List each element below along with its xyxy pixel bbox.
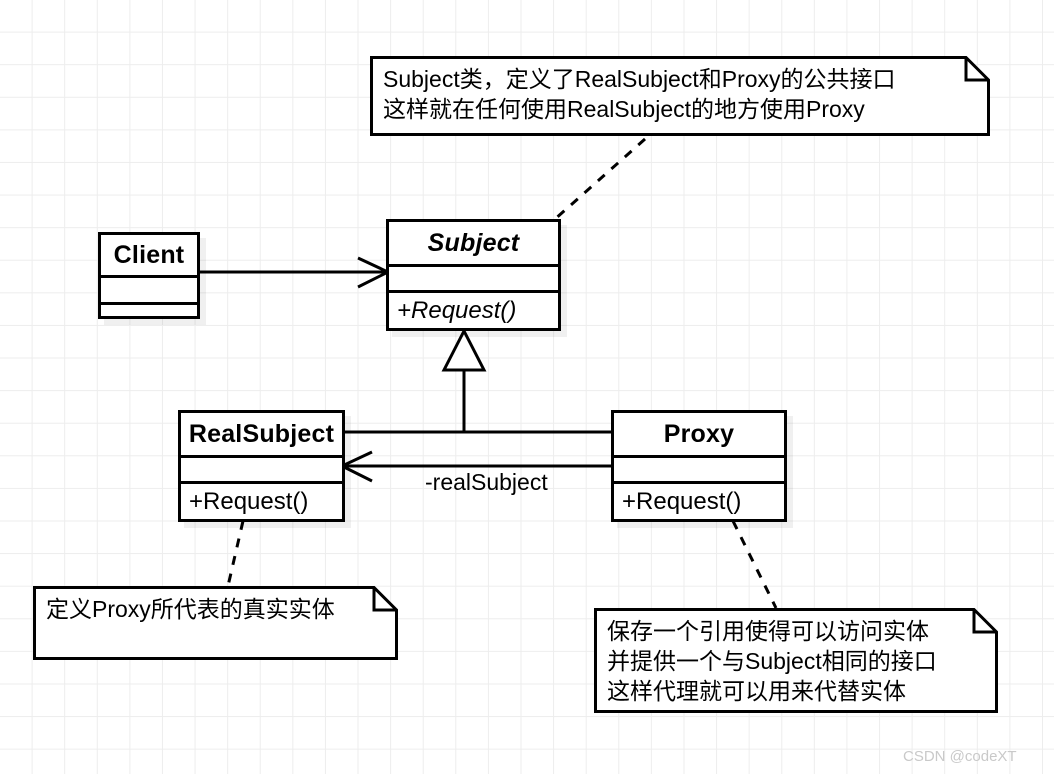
note-subject[interactable]: Subject类，定义了RealSubject和Proxy的公共接口 这样就在任…	[370, 56, 990, 136]
note-shape-subject	[370, 56, 990, 136]
class-attributes-realsubject	[181, 455, 342, 481]
note-text-realsubject: 定义Proxy所代表的真实实体	[46, 596, 335, 622]
note-shape-realsubject	[33, 586, 398, 660]
class-name-proxy: Proxy	[663, 419, 735, 448]
edge-label-realsubject: -realSubject	[425, 469, 548, 495]
note-proxy[interactable]: 保存一个引用使得可以访问实体 并提供一个与Subject相同的接口 这样代理就可…	[594, 608, 998, 713]
note-anchor-realsubject	[226, 520, 245, 587]
class-attributes-client	[101, 275, 197, 302]
edge-generalization	[344, 327, 611, 434]
class-operations-realsubject: +Request()	[181, 481, 342, 519]
class-name-client: Client	[113, 240, 185, 269]
class-box-realsubject[interactable]: RealSubject +Request()	[178, 410, 345, 522]
watermark-label: CSDN @codeXT	[903, 748, 1017, 765]
note-shape-proxy	[594, 608, 998, 713]
class-operations-subject: +Request()	[389, 290, 558, 328]
class-operations-client	[101, 302, 197, 329]
class-name-subject: Subject	[427, 228, 520, 257]
class-box-proxy[interactable]: Proxy +Request()	[611, 410, 787, 522]
note-text-subject: Subject类，定义了RealSubject和Proxy的公共接口 这样就在任…	[383, 66, 896, 122]
note-anchor-proxy	[731, 520, 778, 609]
class-attributes-subject	[389, 264, 558, 290]
note-anchor-subject	[544, 137, 646, 230]
edge-client-to-subject	[200, 256, 392, 289]
class-box-client[interactable]: Client	[98, 232, 200, 319]
class-operations-proxy: +Request()	[614, 481, 784, 519]
class-name-realsubject: RealSubject	[188, 419, 335, 448]
class-attributes-proxy	[614, 455, 784, 481]
note-text-proxy: 保存一个引用使得可以访问实体 并提供一个与Subject相同的接口 这样代理就可…	[607, 618, 937, 704]
class-box-subject[interactable]: Subject +Request()	[386, 219, 561, 331]
note-realsubject[interactable]: 定义Proxy所代表的真实实体	[33, 586, 398, 660]
